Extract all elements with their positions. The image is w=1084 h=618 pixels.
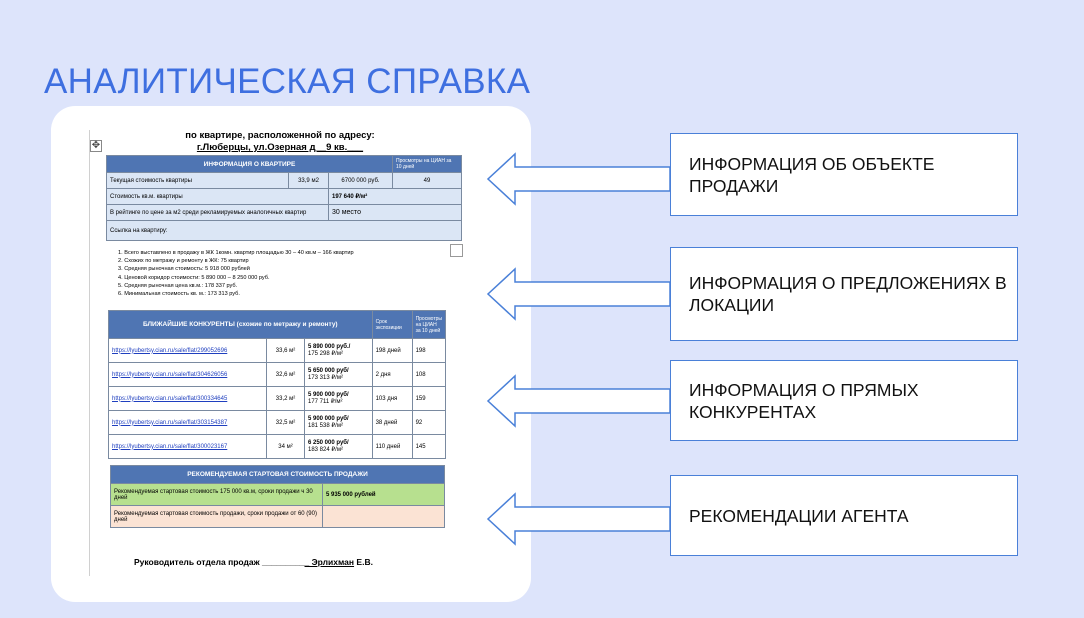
- recommend-30-days-label: Рекомендуемая стартовая стоимость 175 00…: [110, 483, 323, 506]
- text-cursor-box: [450, 244, 463, 257]
- competitor-days: 103 дня: [371, 386, 413, 411]
- competitor-days: 110 дней: [371, 434, 413, 459]
- slide-title: АНАЛИТИЧЕСКАЯ СПРАВКА: [44, 62, 531, 101]
- competitor-price-per-meter: 183 824 ₽/м²: [308, 447, 343, 453]
- recommend-price-value: 5 935 000 рублей: [322, 483, 445, 506]
- competitor-link[interactable]: https://lyubertsy.cian.ru/sale/flat/3003…: [108, 386, 267, 411]
- document-margin-line: [89, 130, 90, 576]
- rating-value: 30 место: [328, 204, 462, 221]
- table-row: https://lyubertsy.cian.ru/sale/flat/3031…: [108, 410, 447, 435]
- address-text: г.Люберцы, ул.Озерная д__9 кв.___: [196, 142, 364, 153]
- competitor-price-total: 5 900 000 руб/: [308, 392, 349, 398]
- list-item: 5. Средняя рыночная цена кв.м.: 178 337 …: [118, 282, 238, 289]
- list-item: 6. Минимальная стоимость кв. м.: 173 313…: [118, 291, 240, 298]
- apartment-views: 49: [392, 172, 462, 189]
- apartment-info-table: ИНФОРМАЦИЯ О КВАРТИРЕ Просмотры на ЦИАН …: [106, 155, 462, 241]
- competitor-area: 34 м²: [266, 434, 305, 459]
- table-row: https://lyubertsy.cian.ru/sale/flat/3000…: [108, 434, 447, 459]
- competitor-area: 32,6 м²: [266, 362, 305, 387]
- competitors-header: БЛИЖАЙШИЕ КОНКУРЕНТЫ (схожие по метражу …: [108, 310, 373, 339]
- list-item: 3. Средняя рыночная стоимость: 5 918 000…: [118, 266, 250, 273]
- list-item: 4. Ценовой коридор стоимости: 5 890 000 …: [118, 274, 270, 281]
- apartment-link-label: Ссылка на квартиру:: [106, 220, 462, 241]
- competitor-price: 5 900 000 руб/177 711 ₽/м²: [304, 386, 373, 411]
- arrow-left-icon: [486, 492, 671, 546]
- competitor-price-per-meter: 173 313 ₽/м²: [308, 375, 343, 381]
- competitor-price-total: 5 650 000 руб/: [308, 368, 349, 374]
- competitor-link[interactable]: https://lyubertsy.cian.ru/sale/flat/3031…: [108, 410, 267, 435]
- callout-agent-recommendations: РЕКОМЕНДАЦИИ АГЕНТА: [670, 475, 1018, 556]
- competitor-views: 108: [411, 362, 447, 387]
- price-per-meter-value: 197 640 ₽/м²: [328, 188, 462, 205]
- competitors-table: БЛИЖАЙШИЕ КОНКУРЕНТЫ (схожие по метражу …: [108, 310, 447, 459]
- recommend-60-days-value: [322, 505, 445, 528]
- current-price-label: Текущая стоимость квартиры: [106, 172, 289, 189]
- callout-competitors: ИНФОРМАЦИЯ О ПРЯМЫХ КОНКУРЕНТАХ: [670, 360, 1018, 441]
- competitor-views-header: Просмотры на ЦИАН за 10 дней: [411, 310, 447, 339]
- arrow-left-icon: [486, 374, 671, 428]
- move-handle-icon[interactable]: ✥: [90, 140, 102, 152]
- signature-suffix: Е.В.: [354, 557, 373, 567]
- competitor-views: 145: [411, 434, 447, 459]
- competitor-views: 198: [411, 338, 447, 363]
- document-address: г.Люберцы, ул.Озерная д__9 кв.___: [100, 142, 460, 153]
- document-heading: по квартире, расположенной по адресу:: [185, 130, 375, 141]
- competitor-days: 2 дня: [371, 362, 413, 387]
- competitor-price-total: 6 250 000 руб/: [308, 440, 349, 446]
- competitor-area: 32,5 м²: [266, 410, 305, 435]
- table-row: https://lyubertsy.cian.ru/sale/flat/2990…: [108, 338, 447, 363]
- competitor-link[interactable]: https://lyubertsy.cian.ru/sale/flat/3000…: [108, 434, 267, 459]
- competitor-price: 6 250 000 руб/183 824 ₽/м²: [304, 434, 373, 459]
- competitor-price-per-meter: 175 298 ₽/м²: [308, 351, 343, 357]
- competitor-area: 33,6 м²: [266, 338, 305, 363]
- apartment-price: 6700 000 руб.: [328, 172, 393, 189]
- callout-object-info: ИНФОРМАЦИЯ ОБ ОБЪЕКТЕ ПРОДАЖИ: [670, 133, 1018, 216]
- recommendation-table: РЕКОМЕНДУЕМАЯ СТАРТОВАЯ СТОИМОСТЬ ПРОДАЖ…: [110, 465, 445, 528]
- competitor-price: 5 900 000 руб/181 538 ₽/м²: [304, 410, 373, 435]
- signature-name: _ Эрлихман: [304, 557, 355, 567]
- competitor-area: 33,2 м²: [266, 386, 305, 411]
- competitor-views: 159: [411, 386, 447, 411]
- competitor-price: 5 890 000 руб./175 298 ₽/м²: [304, 338, 373, 363]
- competitor-views: 92: [411, 410, 447, 435]
- competitor-link[interactable]: https://lyubertsy.cian.ru/sale/flat/3046…: [108, 362, 267, 387]
- arrow-left-icon: [486, 267, 671, 321]
- competitor-days: 198 дней: [371, 338, 413, 363]
- list-item: 1. Всего выставлено в продажу в ЖК 1комн…: [118, 250, 354, 256]
- views-header: Просмотры на ЦИАН за 10 дней: [392, 155, 462, 173]
- price-per-meter-label: Стоимость кв.м. квартиры: [106, 188, 329, 205]
- recommendation-header: РЕКОМЕНДУЕМАЯ СТАРТОВАЯ СТОИМОСТЬ ПРОДАЖ…: [110, 465, 445, 484]
- apartment-table-header: ИНФОРМАЦИЯ О КВАРТИРЕ: [106, 155, 393, 173]
- competitor-price-per-meter: 181 538 ₽/м²: [308, 423, 343, 429]
- competitor-days: 38 дней: [371, 410, 413, 435]
- competitor-price-total: 5 900 000 руб/: [308, 416, 349, 422]
- signature-prefix: Руководитель отдела продаж _________: [134, 557, 305, 567]
- rating-label: В рейтинге по цене за м2 среди рекламиру…: [106, 204, 329, 221]
- market-summary-list: 1. Всего выставлено в продажу в ЖК 1комн…: [118, 249, 448, 298]
- recommend-60-days-label: Рекомендуемая стартовая стоимость продаж…: [110, 505, 323, 528]
- competitor-price: 5 650 000 руб/173 313 ₽/м²: [304, 362, 373, 387]
- table-row: https://lyubertsy.cian.ru/sale/flat/3003…: [108, 386, 447, 411]
- apartment-area: 33,9 м2: [288, 172, 329, 189]
- competitor-price-total: 5 890 000 руб./: [308, 344, 351, 350]
- competitor-link[interactable]: https://lyubertsy.cian.ru/sale/flat/2990…: [108, 338, 267, 363]
- callout-location-offers: ИНФОРМАЦИЯ О ПРЕДЛОЖЕНИЯХ В ЛОКАЦИИ: [670, 247, 1018, 341]
- competitor-price-per-meter: 177 711 ₽/м²: [308, 399, 343, 405]
- exposure-header: Срок экспозиции: [371, 310, 413, 339]
- list-item: 2. Схожих по метражу и ремонту в ЖК: 75 …: [118, 258, 249, 265]
- signature-line: Руководитель отдела продаж __________ Эр…: [134, 557, 373, 567]
- table-row: https://lyubertsy.cian.ru/sale/flat/3046…: [108, 362, 447, 387]
- arrow-left-icon: [486, 152, 671, 206]
